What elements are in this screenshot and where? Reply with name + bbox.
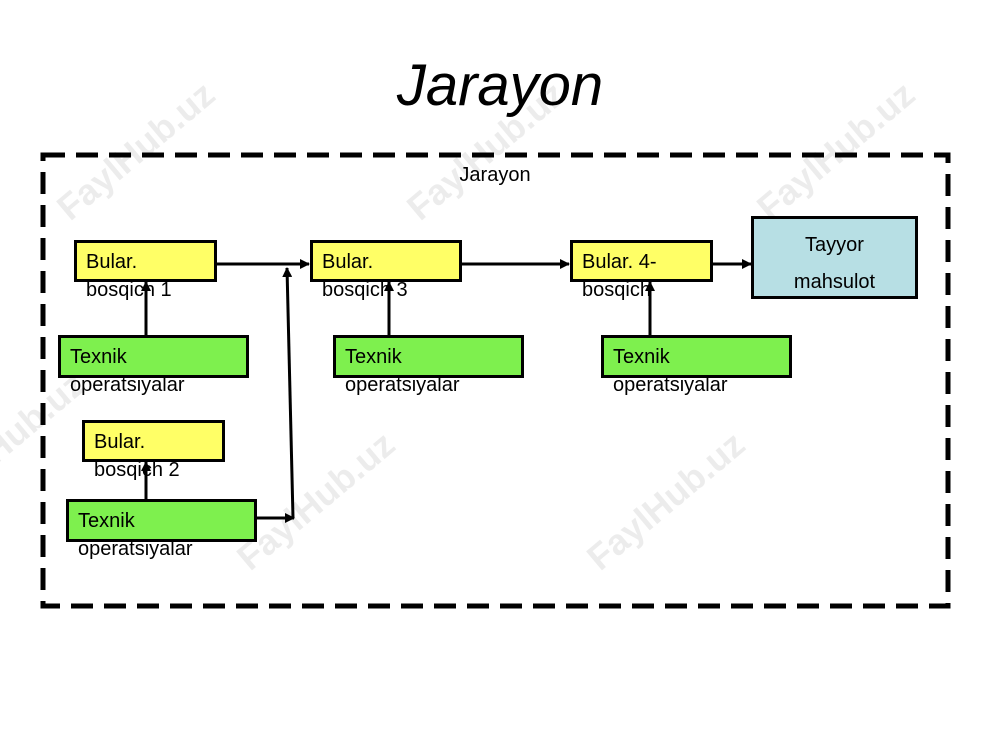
operations-label-line1: Texnik [70,346,127,368]
stage-label-line2: bosqich [582,279,651,301]
final-product-line1: Tayyor [805,234,864,256]
operations-box-3: Texnik operatsiyalar [601,335,792,396]
process-frame [40,152,951,609]
operations-box-4: Texnik operatsiyalar [66,499,257,560]
stage-box-1: Bular. bosqich 1 [74,240,217,301]
operations-label-line1: Texnik [613,346,670,368]
frame-label: Jarayon [459,164,531,186]
stage-box-3: Bular. bosqich 3 [310,240,462,301]
stage-label-line2: bosqich 1 [86,279,172,301]
stage-label-line1: Bular. [322,251,374,273]
operations-label-line2: operatsiyalar [613,374,728,396]
final-product-box: Tayyor mahsulot [751,216,918,299]
operations-label-line1: Texnik [345,346,402,368]
operations-label-line2: operatsiyalar [70,374,185,396]
operations-label-line2: operatsiyalar [78,538,193,560]
stage-box-4: Bular. 4- bosqich [570,240,713,301]
operations-box-1: Texnik operatsiyalar [58,335,249,396]
stage-label-line1: Bular. [86,251,138,273]
stage-label-line2: bosqich 2 [94,459,180,481]
final-product-line2: mahsulot [793,271,876,293]
stage-label-line1: Bular. [94,431,146,453]
stage-label-line2: bosqich 3 [322,279,408,301]
operations-box-2: Texnik operatsiyalar [333,335,524,396]
operations-label-line2: operatsiyalar [345,374,460,396]
operations-label-line1: Texnik [78,510,135,532]
arrow-merge-up [282,267,295,519]
stage-box-2: Bular. bosqich 2 [82,420,225,481]
stage-label-line1: Bular. 4- [582,251,657,273]
page-title: Jarayon [396,53,604,118]
